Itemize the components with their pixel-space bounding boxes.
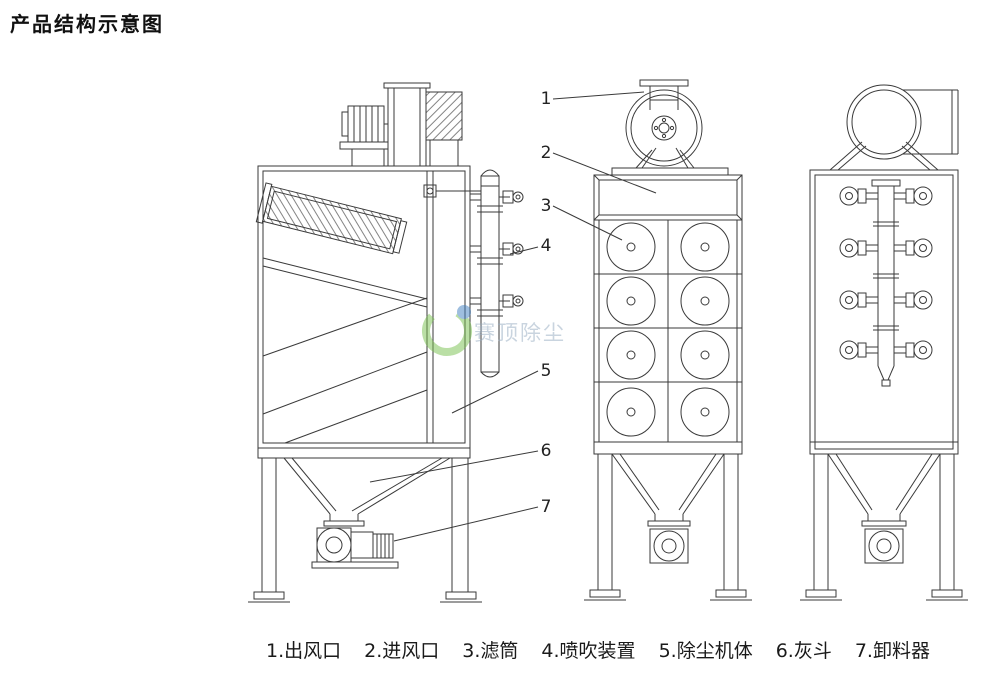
callout-line-4 [509, 246, 539, 255]
front-view [584, 79, 752, 601]
legend-item-5: 5.除尘机体 [658, 640, 753, 662]
rear-legs [800, 454, 968, 601]
callout-line-1 [552, 91, 645, 100]
callout-number-7: 7 [541, 497, 552, 517]
watermark: 赛顶除尘 [422, 305, 566, 356]
legend-item-2: 2.进风口 [364, 640, 440, 662]
callout-line-7 [393, 506, 539, 542]
callouts: 1 2 3 4 5 6 7 [369, 89, 657, 542]
side-base-legs [248, 447, 482, 603]
nozzle-row [839, 186, 933, 206]
discharger-rear [864, 528, 904, 564]
legend-item-3: 3.滤筒 [462, 640, 519, 662]
front-body-cartridges [593, 219, 743, 455]
filter-cartridge-side [255, 182, 408, 255]
nozzle-row [839, 290, 933, 310]
rear-body [809, 169, 959, 455]
callout-number-3: 3 [541, 196, 552, 216]
callout-number-6: 6 [541, 441, 552, 461]
callout-line-3 [552, 205, 623, 241]
side-body [257, 165, 471, 449]
ash-hopper-side [283, 457, 451, 527]
callout-line-5 [451, 370, 539, 414]
callout-number-5: 5 [541, 361, 552, 381]
discharger-side [311, 527, 399, 569]
legend-item-7: 7.卸料器 [854, 640, 930, 662]
front-legs [584, 454, 752, 601]
watermark-dot-icon [457, 305, 471, 319]
side-view [248, 82, 524, 603]
callout-line-2 [552, 152, 657, 194]
front-fan-assembly [611, 79, 729, 176]
nozzle-row [839, 238, 933, 258]
pulse-blowing-device [423, 169, 524, 378]
legend-item-4: 4.喷吹装置 [541, 640, 636, 662]
blow-manifold [839, 179, 933, 387]
watermark-text: 赛顶除尘 [474, 321, 566, 345]
motor-icon [339, 105, 389, 167]
nozzle-row [839, 340, 933, 360]
callout-number-2: 2 [541, 143, 552, 163]
ash-hopper-rear [827, 453, 941, 527]
legend-item-1: 1.出风口 [266, 640, 342, 662]
discharger-front [649, 528, 689, 564]
legend-item-6: 6.灰斗 [775, 640, 832, 662]
legend: 1.出风口 2.进风口 3.滤筒 4.喷吹装置 5.除尘机体 6.灰斗 7.卸料… [266, 636, 930, 663]
callout-number-1: 1 [541, 89, 552, 109]
inlet-header-box [593, 174, 743, 221]
rear-fan-inlet [829, 84, 959, 171]
rear-view [800, 84, 968, 601]
side-fan-assembly [339, 82, 463, 167]
callout-number-4: 4 [541, 236, 552, 256]
page-title: 产品结构示意图 [10, 12, 164, 36]
ash-hopper-front [611, 453, 725, 527]
callout-line-6 [369, 450, 539, 483]
